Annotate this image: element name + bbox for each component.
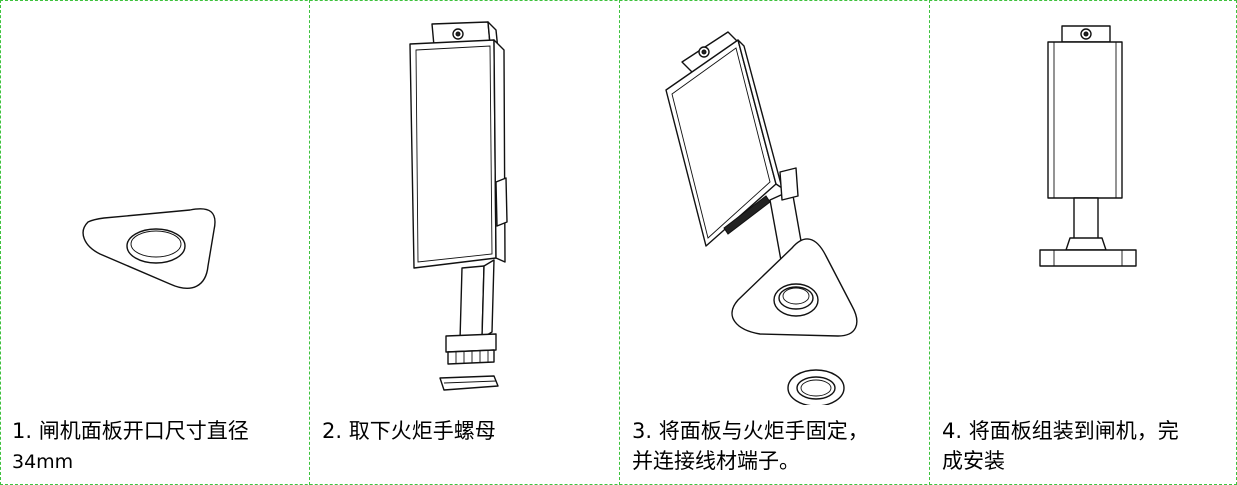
panel-with-torch-mount-illustration bbox=[409, 21, 508, 391]
step-2-caption-line1: 2. 取下火炬手螺母 bbox=[322, 419, 496, 443]
step-2-drawing bbox=[310, 0, 620, 405]
step-divider bbox=[309, 0, 310, 485]
step-3-caption: 3. 将面板与火炬手固定， 并连接线材端子。 bbox=[632, 416, 920, 476]
step-4-panel: 4. 将面板组装到闸机，完 成安装 bbox=[930, 0, 1237, 485]
step-1-drawing bbox=[0, 0, 310, 405]
step-2-caption: 2. 取下火炬手螺母 bbox=[322, 416, 610, 446]
panel-fixed-to-torch-illustration bbox=[665, 31, 858, 405]
step-3-panel: 3. 将面板与火炬手固定， 并连接线材端子。 bbox=[620, 0, 930, 485]
step-3-caption-line1: 3. 将面板与火炬手固定， bbox=[632, 419, 869, 443]
step-3-drawing bbox=[620, 0, 930, 405]
step-4-drawing bbox=[930, 0, 1237, 405]
step-1-panel: 1. 闸机面板开口尺寸直径 34mm bbox=[0, 0, 310, 485]
assembled-gate-panel-illustration bbox=[1039, 25, 1137, 267]
step-1-caption: 1. 闸机面板开口尺寸直径 34mm bbox=[12, 416, 300, 477]
step-4-caption-line2: 成安装 bbox=[942, 449, 1005, 473]
step-3-caption-line2: 并连接线材端子。 bbox=[632, 449, 800, 473]
step-4-caption: 4. 将面板组装到闸机，完 成安装 bbox=[942, 416, 1227, 476]
step-2-panel: 2. 取下火炬手螺母 bbox=[310, 0, 620, 485]
step-divider bbox=[929, 0, 930, 485]
step-4-caption-line1: 4. 将面板组装到闸机，完 bbox=[942, 419, 1179, 443]
step-divider bbox=[619, 0, 620, 485]
step-1-caption-line2: 34mm bbox=[12, 451, 74, 473]
triangle-mount-plate-illustration bbox=[82, 208, 216, 289]
step-1-caption-line1: 1. 闸机面板开口尺寸直径 bbox=[12, 419, 249, 443]
